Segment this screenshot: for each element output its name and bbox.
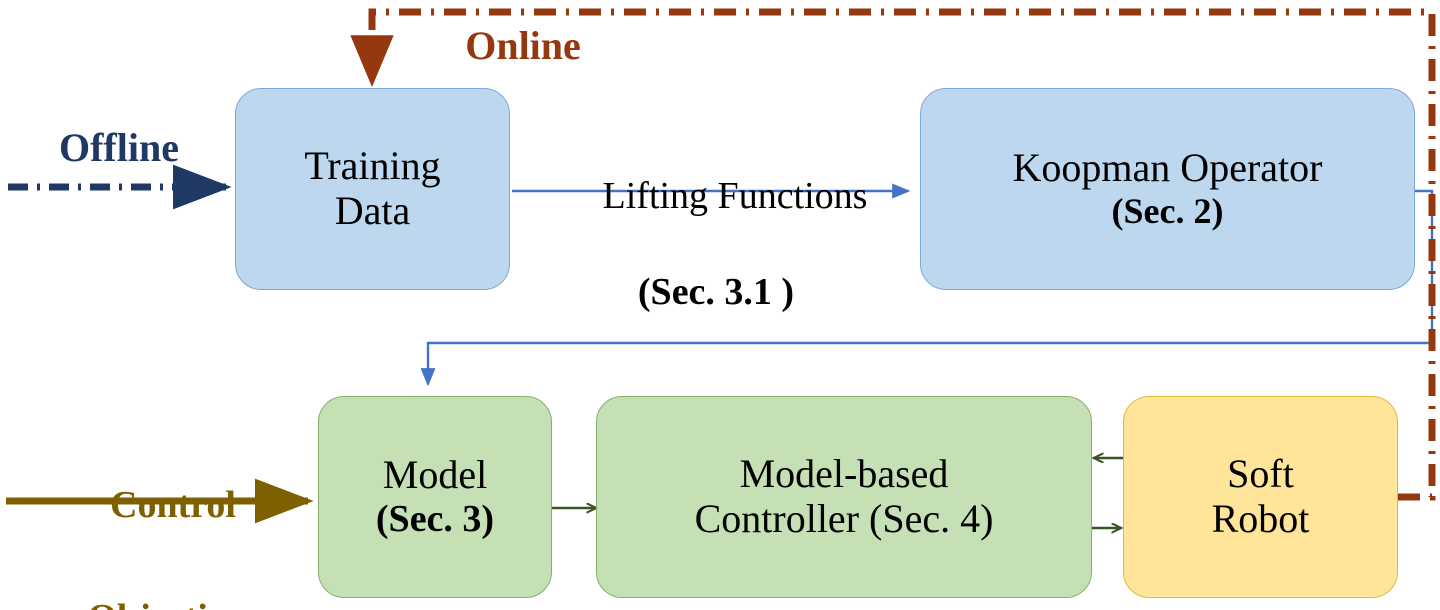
node-model-based-controller-line2: Controller (Sec. 4) xyxy=(694,496,994,541)
node-model-based-controller[interactable]: Model-based Controller (Sec. 4) xyxy=(596,396,1092,598)
control-objectives-line2: Objectives xyxy=(88,597,259,610)
node-koopman-operator-line2: (Sec. 2) xyxy=(1111,191,1224,232)
node-model-line1: Model xyxy=(382,452,488,498)
lifting-functions-edge-label: Lifting Functions (Sec. 3.1 ) xyxy=(520,135,912,381)
node-soft-robot-line1: Soft xyxy=(1227,451,1294,497)
node-koopman-operator-line1: Koopman Operator xyxy=(1012,145,1323,191)
control-objectives-label: Control Objectives xyxy=(6,443,302,610)
lifting-functions-line1: Lifting Functions xyxy=(602,175,868,218)
online-phase-label: Online xyxy=(465,23,581,68)
lifting-functions-line2: (Sec. 3.1 ) xyxy=(637,271,795,314)
node-training-data-line2: Data xyxy=(334,188,411,233)
node-soft-robot[interactable]: Soft Robot xyxy=(1123,396,1398,598)
node-model-line2: (Sec. 3) xyxy=(375,498,495,541)
node-model-based-controller-line1: Model-based xyxy=(739,451,949,497)
node-koopman-operator[interactable]: Koopman Operator (Sec. 2) xyxy=(920,88,1415,290)
offline-phase-label: Offline xyxy=(59,125,179,170)
node-model[interactable]: Model (Sec. 3) xyxy=(318,396,552,598)
node-soft-robot-line2: Robot xyxy=(1211,496,1310,541)
control-objectives-line1: Control xyxy=(110,483,236,526)
node-training-data-line1: Training xyxy=(304,143,441,189)
node-training-data[interactable]: Training Data xyxy=(235,88,510,290)
